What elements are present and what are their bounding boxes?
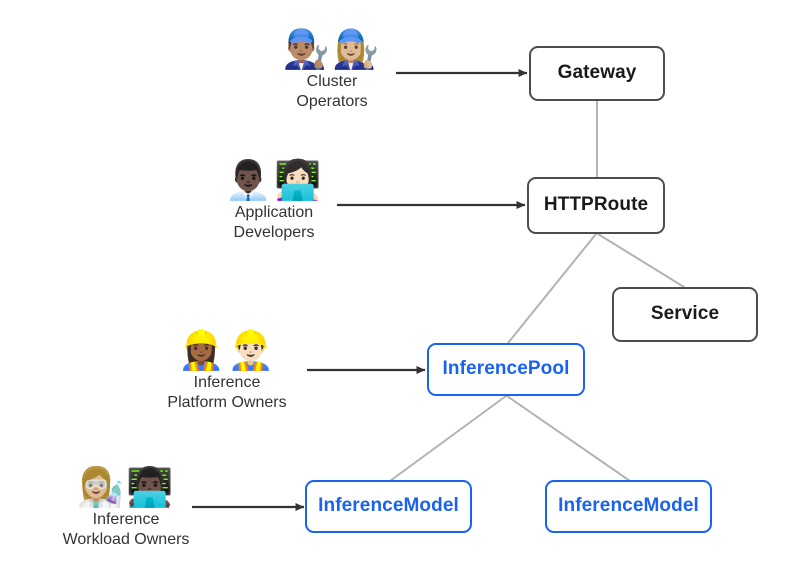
node-inferencemodel-right-label: InferenceModel: [558, 495, 699, 517]
actor-application-developers-label: Application Developers: [234, 203, 315, 243]
node-httproute-label: HTTPRoute: [543, 194, 649, 216]
node-inferencepool-label: InferencePool: [442, 358, 570, 380]
node-service[interactable]: Service: [612, 287, 758, 342]
actor-application-developers: 👨🏿‍💼👩🏻‍💻 Application Developers: [164, 158, 384, 243]
actor-inference-workload-owners-label: Inference Workload Owners: [63, 510, 190, 550]
node-inferencemodel-left-label: InferenceModel: [318, 495, 459, 517]
node-gateway[interactable]: Gateway: [529, 46, 665, 101]
edge-httproute-inferencepool: [507, 233, 597, 344]
actor-label-line2: Platform Owners: [167, 393, 287, 411]
cluster-operators-icon: 👨🏽‍🔧👩🏼‍🔧: [282, 27, 382, 71]
actor-inference-platform-owners: 👷🏾‍♀️👷🏻‍♂️ Inference Platform Owners: [117, 328, 337, 413]
node-httproute[interactable]: HTTPRoute: [527, 177, 665, 234]
inference-workload-owners-icon: 👩🏼‍🔬👨🏿‍💻: [76, 465, 176, 509]
inference-platform-owners-icon: 👷🏾‍♀️👷🏻‍♂️: [177, 328, 277, 372]
actor-label-line2: Workload Owners: [62, 530, 190, 548]
actor-label-line1: Inference: [92, 510, 160, 528]
edge-inferencepool-inferencemodel-right: [506, 395, 631, 482]
node-inferencepool[interactable]: InferencePool: [427, 343, 585, 396]
actor-label-line2: Developers: [233, 223, 315, 241]
application-developers-icon: 👨🏿‍💼👩🏻‍💻: [224, 158, 324, 202]
actor-inference-workload-owners: 👩🏼‍🔬👨🏿‍💻 Inference Workload Owners: [16, 465, 236, 550]
actor-label-line1: Application: [234, 203, 314, 221]
actor-cluster-operators: 👨🏽‍🔧👩🏼‍🔧 Cluster Operators: [222, 27, 442, 112]
node-inferencemodel-left[interactable]: InferenceModel: [305, 480, 472, 533]
edge-inferencepool-inferencemodel-left: [389, 395, 507, 482]
actor-inference-platform-owners-label: Inference Platform Owners: [167, 373, 286, 413]
actor-label-line2: Operators: [296, 92, 368, 110]
edge-httproute-service: [597, 233, 685, 288]
actor-cluster-operators-label: Cluster Operators: [296, 72, 367, 112]
node-service-label: Service: [650, 303, 720, 325]
actor-label-line1: Cluster: [306, 72, 358, 90]
node-inferencemodel-right[interactable]: InferenceModel: [545, 480, 712, 533]
node-gateway-label: Gateway: [557, 62, 637, 84]
actor-label-line1: Inference: [193, 373, 261, 391]
